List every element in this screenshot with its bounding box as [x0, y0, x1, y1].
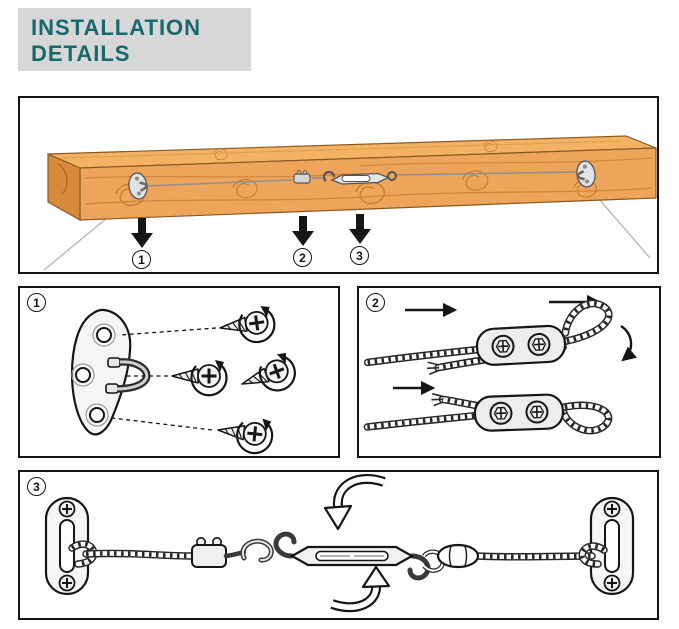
overview-panel: 1 2 3 — [18, 96, 659, 274]
left-pad-eye — [128, 172, 148, 200]
title-line-1: INSTALLATION — [31, 15, 202, 40]
bottom-clip-assembly — [366, 388, 609, 439]
down-arrow-3 — [349, 214, 371, 244]
wood-beam — [47, 135, 657, 222]
right-pad-eye — [576, 160, 596, 188]
full-assembly-panel: 3 — [18, 470, 659, 620]
overview-diagram — [43, 135, 657, 271]
title-block: INSTALLATION DETAILS — [18, 8, 251, 71]
step-marker-3: 3 — [350, 246, 369, 265]
rope-fray — [431, 392, 443, 407]
pad-eye-install-panel: 1 — [18, 286, 340, 458]
wire-rope — [145, 171, 579, 187]
wire-rope — [365, 303, 611, 375]
step-marker-2: 2 — [293, 248, 312, 267]
clip-bolt — [490, 334, 516, 359]
panel-1-marker: 1 — [27, 293, 46, 312]
clip-bolt — [489, 401, 513, 426]
panel-2-marker: 2 — [366, 293, 385, 312]
screw — [235, 348, 302, 404]
down-arrow-2 — [292, 216, 314, 246]
duplex-clip — [473, 393, 565, 432]
guide-dashed-line — [111, 417, 213, 431]
guide-dashed-line — [119, 327, 217, 336]
d-ring — [105, 357, 151, 394]
clip-bolt — [525, 400, 549, 424]
screw — [216, 303, 279, 349]
pad-eye-plate — [70, 308, 132, 436]
turnbuckle — [273, 531, 431, 581]
rope-clip-panel: 2 — [357, 286, 661, 458]
turnbuckle — [322, 170, 397, 185]
rope-clip-threading-diagram — [359, 294, 638, 456]
panel-3-marker: 3 — [27, 477, 46, 496]
loop-direction-arrow — [620, 325, 638, 362]
rotate-arrow-down — [323, 473, 386, 531]
wire-rope — [366, 388, 609, 439]
pad-eye-install-diagram — [70, 303, 302, 456]
title-line-2: DETAILS — [31, 41, 131, 66]
screw — [170, 358, 228, 397]
rotate-arrow-up — [330, 565, 391, 613]
screw — [214, 412, 276, 456]
ferrule — [436, 543, 480, 569]
full-assembly-diagram — [44, 473, 635, 613]
rope-clip — [191, 537, 227, 568]
rope-fray — [427, 361, 439, 375]
top-clip-assembly — [365, 303, 611, 375]
step-marker-1: 1 — [132, 250, 151, 269]
wire-rope-clip — [293, 170, 311, 184]
clip-bolt — [526, 332, 551, 357]
down-arrow-1 — [131, 218, 153, 248]
duplex-clip — [475, 324, 567, 366]
s-hook — [223, 538, 274, 563]
